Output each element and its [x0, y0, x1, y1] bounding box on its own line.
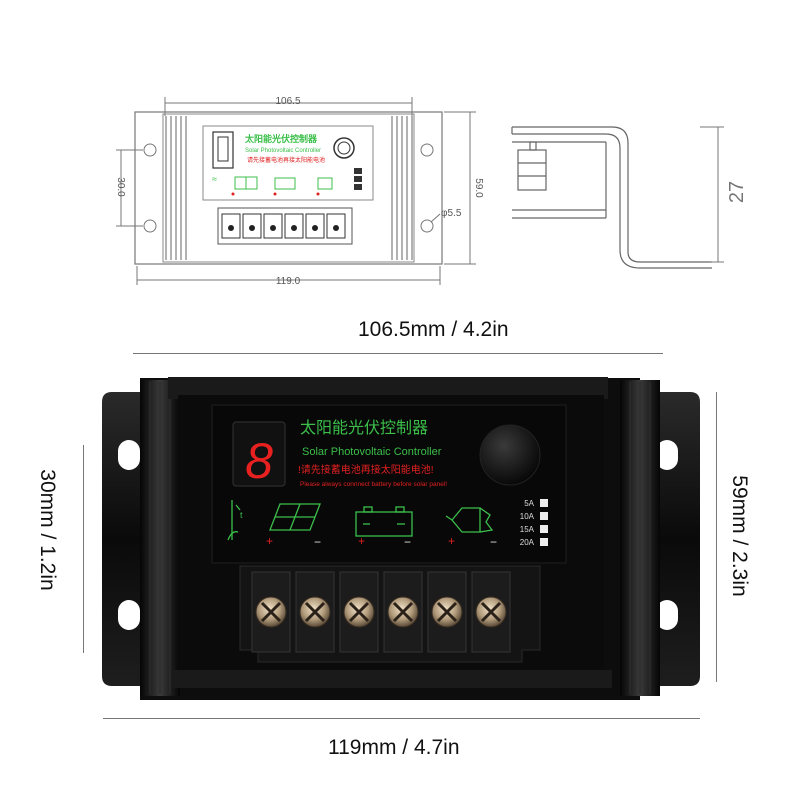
drawing-hole-pitch: 30.0 [115, 177, 126, 197]
rating-checkbox [540, 499, 548, 507]
rating-5a: 5A [524, 499, 534, 508]
adjust-knob[interactable] [479, 424, 541, 486]
svg-text:请先接蓄电池再接太阳能电池: 请先接蓄电池再接太阳能电池 [247, 156, 325, 164]
dimension-top-line [133, 353, 663, 354]
controller-photo: 8 太阳能光伏控制器 Solar Photovoltaic Controller… [102, 377, 700, 700]
panel-warning-cn: !请先接蓄电池再接太阳能电池! [298, 463, 434, 476]
dimension-bottom-line [103, 718, 700, 719]
rating-10a: 10A [520, 512, 535, 521]
rating-checkbox [540, 538, 548, 546]
screw-slot [260, 601, 282, 623]
screw-slot [436, 601, 458, 623]
dimension-bottom-label: 119mm / 4.7in [328, 736, 460, 759]
solar-panel-icon [269, 503, 321, 531]
solar-minus: − [314, 535, 321, 549]
lamp-icon [445, 507, 494, 533]
display-digit: 8 [245, 433, 273, 489]
svg-text:Solar Photovoltaic Controller: Solar Photovoltaic Controller [245, 148, 321, 154]
technical-drawing-front: 106.5 30.0 59.0 φ5.5 119.0 太阳能光伏控制器 Sola… [115, 96, 484, 287]
panel-title-en: Solar Photovoltaic Controller [302, 446, 442, 458]
dimension-left-line [83, 445, 84, 653]
panel-title-cn: 太阳能光伏控制器 [300, 419, 428, 437]
battery-plus: + [358, 534, 365, 548]
load-plus: + [448, 534, 455, 548]
screw-slot [304, 601, 326, 623]
drawing-top-width: 106.5 [275, 96, 300, 107]
svg-text:t: t [240, 510, 243, 520]
battery-icon [355, 506, 413, 537]
dimension-right-line [716, 392, 717, 682]
mounting-hole [118, 600, 140, 630]
screw-slot [480, 601, 502, 623]
seven-segment-display [232, 421, 286, 487]
load-minus: − [490, 535, 497, 549]
svg-text:太阳能光伏控制器: 太阳能光伏控制器 [244, 133, 318, 144]
mounting-hole [118, 440, 140, 470]
svg-text:≈: ≈ [212, 174, 217, 184]
screw-slot [392, 601, 414, 623]
rating-15a: 15A [520, 525, 535, 534]
solar-plus: + [266, 534, 273, 548]
rating-checkbox [540, 525, 548, 533]
mounting-hole [656, 440, 678, 470]
drawing-bottom-width: 119.0 [276, 276, 301, 287]
drawing-side-height: 27 [726, 181, 748, 203]
drawing-height: 59.0 [473, 178, 484, 198]
dimension-top-label: 106.5mm / 4.2in [358, 318, 509, 341]
rating-checkbox [540, 512, 548, 520]
screw-slot [348, 601, 370, 623]
rating-20a: 20A [520, 538, 535, 547]
panel-warning-en: Please always connnect battery before so… [300, 481, 447, 488]
temperature-icon: t [227, 500, 243, 541]
drawing-hole-dia: φ5.5 [441, 208, 462, 219]
battery-minus: − [404, 535, 411, 549]
technical-drawing-side: 27 [511, 126, 748, 269]
mounting-hole [656, 600, 678, 630]
